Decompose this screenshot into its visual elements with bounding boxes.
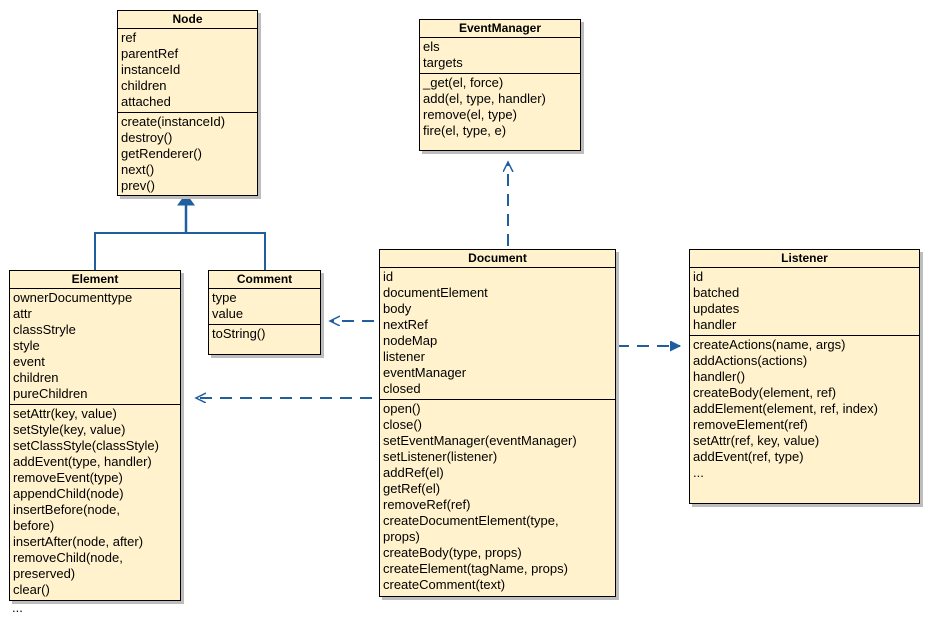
- method-row: toString(): [212, 326, 266, 341]
- event-manager-class-name: EventManager: [420, 20, 580, 38]
- attribute-row: children: [13, 370, 59, 385]
- attribute-row: id: [383, 269, 394, 284]
- element-methods: setAttr(key, value)setStyle(key, value)s…: [10, 405, 180, 600]
- method-row: _get(el, force): [423, 75, 504, 90]
- method-row: removeEvent(type): [13, 470, 123, 485]
- method-row: before): [13, 518, 55, 533]
- method-row: removeChild(node,: [13, 550, 123, 565]
- attribute-row: listener: [383, 349, 425, 364]
- method-row: close(): [383, 417, 423, 432]
- attribute-row: closed: [383, 381, 421, 396]
- method-row: removeRef(ref): [383, 497, 471, 512]
- method-row: createElement(tagName, props): [383, 561, 568, 576]
- attribute-row: nodeMap: [383, 333, 438, 348]
- attribute-row: pureChildren: [13, 386, 88, 401]
- attribute-row: body: [383, 301, 412, 316]
- attribute-row: handler: [693, 317, 737, 332]
- attribute-row: attr: [13, 306, 32, 321]
- attribute-row: style: [13, 338, 40, 353]
- attribute-row: documentElement: [383, 285, 488, 300]
- method-row: open(): [383, 401, 421, 416]
- attribute-row: id: [693, 269, 704, 284]
- method-row: getRenderer(): [121, 146, 202, 161]
- method-row: setAttr(ref, key, value): [693, 433, 820, 448]
- inheritance-element-node: [94, 232, 266, 270]
- attribute-row: ref: [121, 30, 137, 45]
- method-row: createBody(element, ref): [693, 385, 837, 400]
- attribute-row: event: [13, 354, 45, 369]
- event-manager-methods: _get(el, force)add(el, type, handler)rem…: [420, 74, 580, 141]
- method-row: setAttr(key, value): [13, 406, 117, 421]
- attribute-row: classStryle: [13, 322, 76, 337]
- listener-class-name: Listener: [690, 250, 919, 268]
- method-row: createBody(type, props): [383, 545, 522, 560]
- method-row: addEvent(ref, type): [693, 449, 804, 464]
- method-row: addEvent(type, handler): [13, 454, 152, 469]
- method-row: removeElement(ref): [693, 417, 808, 432]
- document-class-name: Document: [380, 250, 615, 268]
- method-row: addRef(el): [383, 465, 444, 480]
- attribute-row: ownerDocumenttype: [13, 290, 133, 305]
- method-row: insertAfter(node, after): [13, 534, 144, 549]
- attribute-row: type: [212, 290, 237, 305]
- method-row: addActions(actions): [693, 353, 808, 368]
- method-row: remove(el, type): [423, 107, 517, 122]
- attribute-row: targets: [423, 55, 463, 70]
- method-row: createActions(name, args): [693, 337, 846, 352]
- element-class-name: Element: [10, 271, 180, 289]
- element-trailing-ellipsis: ...: [12, 600, 23, 615]
- method-row: next(): [121, 162, 155, 177]
- method-row: add(el, type, handler): [423, 91, 546, 106]
- method-row: clear(): [13, 582, 50, 597]
- method-row: fire(el, type, e): [423, 123, 507, 138]
- method-row: setListener(listener): [383, 449, 498, 464]
- method-row: insertBefore(node,: [13, 502, 120, 517]
- comment-class-name: Comment: [209, 271, 320, 289]
- attribute-row: nextRef: [383, 317, 428, 332]
- attribute-row: parentRef: [121, 46, 179, 61]
- method-row: appendChild(node): [13, 486, 124, 501]
- method-row: handler(): [693, 369, 746, 384]
- listener-methods: createActions(name, args)addActions(acti…: [690, 336, 919, 483]
- attribute-row: updates: [693, 301, 740, 316]
- method-row: setClassStyle(classStyle): [13, 438, 159, 453]
- method-row: setEventManager(eventManager): [383, 433, 577, 448]
- method-row: create(instanceId): [121, 114, 226, 129]
- comment-methods: toString(): [209, 325, 320, 344]
- inheritance-arrowhead: [177, 193, 195, 206]
- method-row: setStyle(key, value): [13, 422, 126, 437]
- method-row: createComment(text): [383, 577, 506, 592]
- attribute-row: els: [423, 39, 440, 54]
- method-row: prev(): [121, 178, 155, 193]
- method-row: getRef(el): [383, 481, 441, 496]
- attribute-row: children: [121, 78, 167, 93]
- attribute-row: instanceId: [121, 62, 181, 77]
- method-row: preserved): [13, 566, 76, 581]
- node-class-name: Node: [118, 11, 257, 29]
- attribute-row: attached: [121, 94, 171, 109]
- attribute-row: eventManager: [383, 365, 467, 380]
- document-methods: open()close()setEventManager(eventManage…: [380, 400, 615, 595]
- attribute-row: batched: [693, 285, 740, 300]
- method-row: addElement(element, ref, index): [693, 401, 878, 416]
- method-row: destroy(): [121, 130, 173, 145]
- method-row: ...: [693, 465, 704, 480]
- node-methods: create(instanceId)destroy()getRenderer()…: [118, 113, 257, 196]
- method-row: createDocumentElement(type,: [383, 513, 559, 528]
- method-row: props): [383, 529, 420, 544]
- attribute-row: value: [212, 306, 244, 321]
